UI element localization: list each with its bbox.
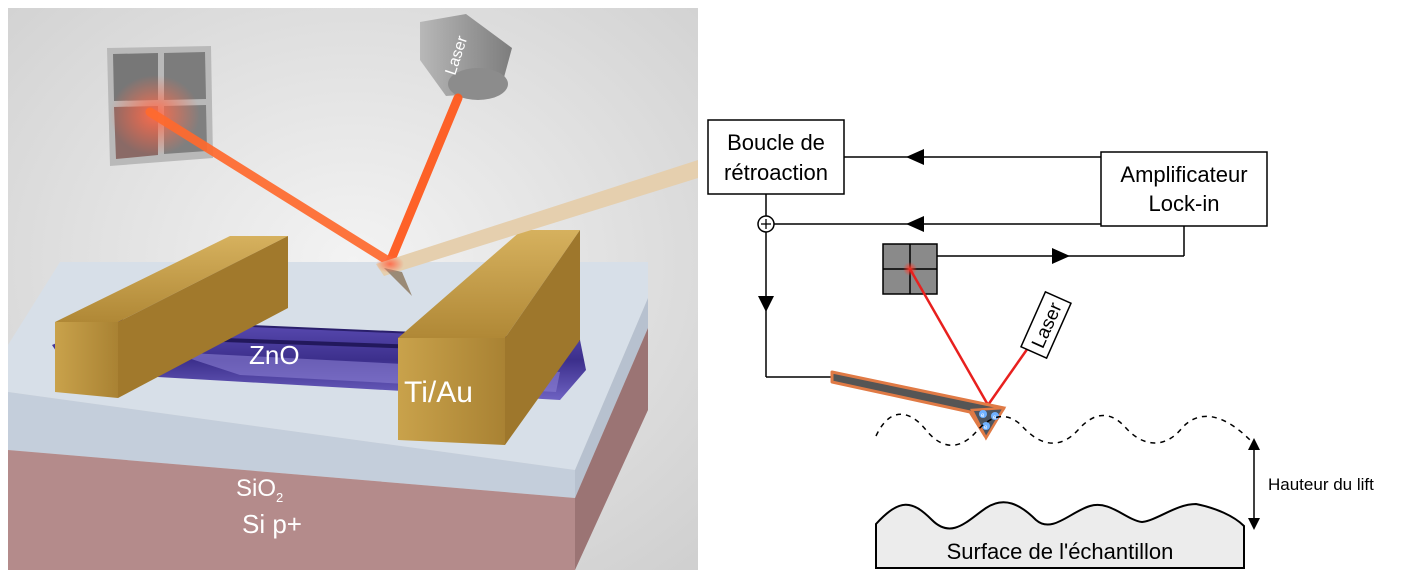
surface-profile — [875, 501, 1245, 569]
arrow-to-feedback — [906, 149, 924, 165]
right-electrode-side — [505, 230, 580, 445]
laser-cylinder-face — [448, 68, 508, 100]
arrow-to-summer — [906, 216, 924, 232]
laser-source-3d: Laser — [420, 14, 512, 100]
feedback-label-line1: Boucle de — [727, 130, 825, 155]
charge-2-label: e — [993, 415, 997, 421]
amplifier-label-line1: Amplificateur — [1120, 162, 1247, 187]
nanowire-label: ZnO — [249, 340, 300, 370]
oxide-label: SiO2 — [236, 475, 283, 505]
left-electrode-front — [55, 322, 118, 398]
feedback-loop-box: Boucle de rétroaction — [707, 119, 845, 195]
reflected-beam — [145, 107, 395, 267]
electrode-label: Ti/Au — [404, 376, 473, 409]
charge-3-label: e — [984, 425, 988, 431]
lift-arrow-bottom — [1248, 518, 1260, 530]
lockin-amplifier-box: Amplificateur Lock-in — [1100, 151, 1268, 227]
substrate-label: Si p+ — [242, 509, 302, 539]
summing-junction — [757, 215, 775, 233]
feedback-label-line2: rétroaction — [724, 160, 828, 185]
lift-trajectory — [875, 413, 1251, 446]
lift-height-dimension: Hauteur du lift — [1248, 438, 1374, 530]
right-schematic: Boucle de rétroaction Amplificateur Lock… — [707, 119, 1374, 569]
amplifier-label-line2: Lock-in — [1149, 191, 1220, 216]
surface-label: Surface de l'échantillon — [947, 539, 1174, 564]
sample-surface: Surface de l'échantillon — [875, 501, 1245, 569]
amplifier-box-frame — [1100, 151, 1268, 227]
right-electrode — [398, 230, 580, 445]
cantilever-tip — [384, 268, 412, 296]
photodetector-3d — [107, 46, 213, 166]
laser-beams — [145, 93, 463, 267]
incident-beam — [385, 93, 463, 267]
afm-cantilever-schematic: e e e — [830, 370, 1007, 441]
oxide-side-face — [575, 298, 648, 498]
oxide-label-main: SiO — [236, 475, 276, 502]
lift-arrow-top — [1248, 438, 1260, 450]
right-electrode-front — [398, 338, 505, 445]
feedback-box-frame — [707, 119, 845, 195]
arrow-down-to-cantilever — [758, 296, 774, 312]
charge-1 — [979, 410, 987, 418]
right-electrode-top — [398, 230, 580, 338]
left-electrode-side — [118, 236, 288, 398]
afm-cantilever-3d — [376, 160, 698, 296]
arrow-to-amplifier — [1052, 248, 1070, 264]
lift-height-label: Hauteur du lift — [1268, 475, 1374, 494]
incident-laser-line — [986, 347, 1030, 406]
charge-1-label: e — [981, 413, 985, 419]
silicon-side-face — [575, 328, 648, 570]
left-electrode — [55, 236, 288, 398]
laser-box — [1020, 290, 1072, 360]
laser-source-schematic: Laser — [1020, 290, 1072, 360]
silicon-front-face — [8, 450, 575, 570]
left-electrode-top — [55, 236, 288, 322]
photodetector-schematic — [882, 243, 938, 295]
tip-spot — [376, 255, 404, 273]
cantilever-arm — [376, 160, 698, 276]
charge-3 — [982, 422, 990, 430]
reflected-laser-line — [908, 268, 990, 406]
cantilever-beam — [830, 370, 1006, 438]
left-3d-panel: Laser ZnO Ti/Au SiO2 Si p+ — [8, 8, 698, 570]
oxide-front-face — [8, 392, 575, 498]
oxide-label-subscript: 2 — [276, 490, 283, 505]
